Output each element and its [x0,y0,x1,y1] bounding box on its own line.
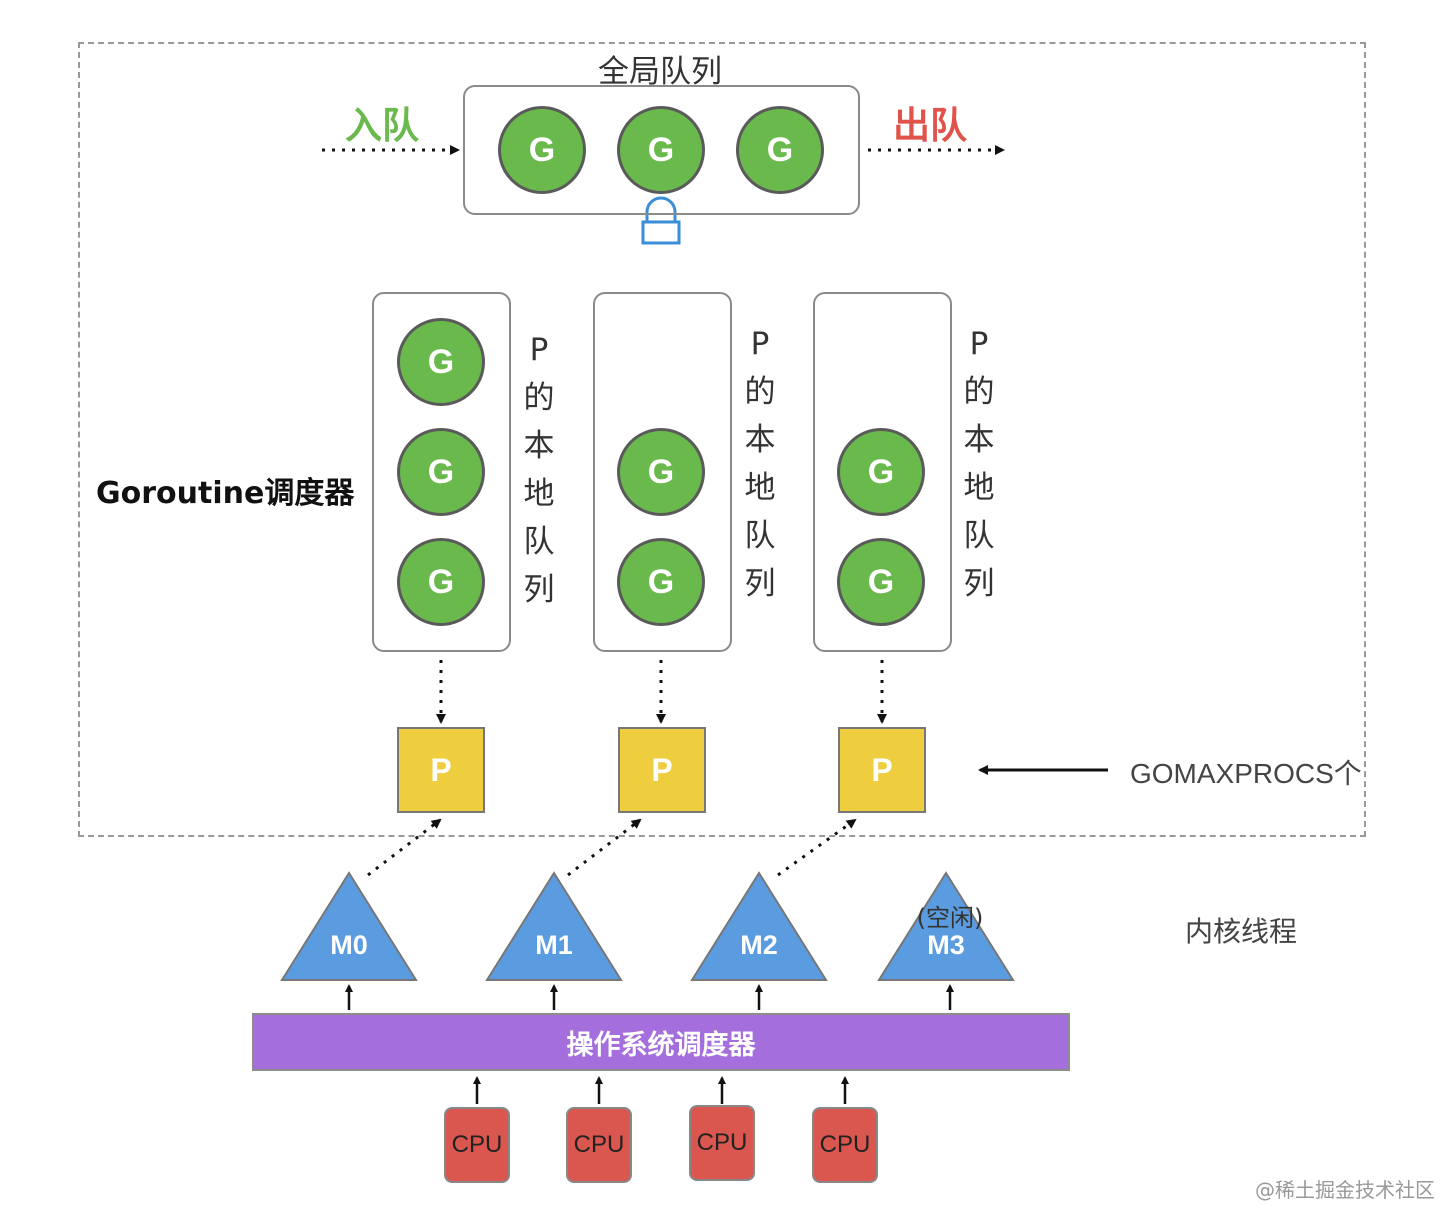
thread-triangle-m2 [690,871,828,981]
local-queue-box-2 [593,292,732,652]
m-to-p-arrow-1 [567,818,642,877]
local-goroutine: G [617,538,705,626]
goroutine-scheduler-label: Goroutine调度器 [96,476,355,511]
go-scheduler-boundary [78,42,1366,837]
processor-p: P [397,727,485,813]
thread-triangle-m3 [877,871,1015,981]
local-goroutine: G [397,538,485,626]
thread-triangle-m0 [280,871,418,981]
kernel-threads-label: 内核线程 [1185,915,1298,948]
local-goroutine: G [397,428,485,516]
thread-label-m2: M2 [740,930,778,960]
local-queue-label-3: P 的 本 地 队 列 [963,326,995,602]
thread-label-m1: M1 [535,930,573,960]
local-queue-box-1 [372,292,511,652]
cpu-box: CPU [812,1107,878,1183]
local-goroutine: G [397,318,485,406]
local-goroutine: G [837,538,925,626]
processor-p: P [838,727,926,813]
global-queue-title: 全局队列 [598,54,722,90]
global-goroutine: G [736,106,824,194]
global-queue-box [463,85,860,215]
lock-icon [641,196,681,245]
thread-triangle-m1 [485,871,623,981]
watermark: @稀土掘金技术社区 [1255,1178,1435,1202]
enqueue-label: 入队 [345,104,419,147]
os-scheduler-bar: 操作系统调度器 [252,1013,1070,1071]
dequeue-label: 出队 [893,104,967,147]
cpu-box: CPU [689,1105,755,1181]
local-queue-label-2: P 的 本 地 队 列 [744,326,776,602]
local-queue-label-1: P 的 本 地 队 列 [523,332,555,608]
global-goroutine: G [498,106,586,194]
thread-label-m3: M3 [927,930,965,960]
thread-label-m0: M0 [330,930,368,960]
m-to-p-arrow-0 [367,818,442,877]
cpu-box: CPU [566,1107,632,1183]
m-to-p-arrow-2 [777,818,857,877]
gomaxprocs-label: GOMAXPROCS个 [1130,758,1362,789]
local-goroutine: G [617,428,705,516]
global-goroutine: G [617,106,705,194]
local-goroutine: G [837,428,925,516]
thread-idle-note: (空闲) [916,904,984,932]
cpu-box: CPU [444,1107,510,1183]
processor-p: P [618,727,706,813]
local-queue-box-3 [813,292,952,652]
